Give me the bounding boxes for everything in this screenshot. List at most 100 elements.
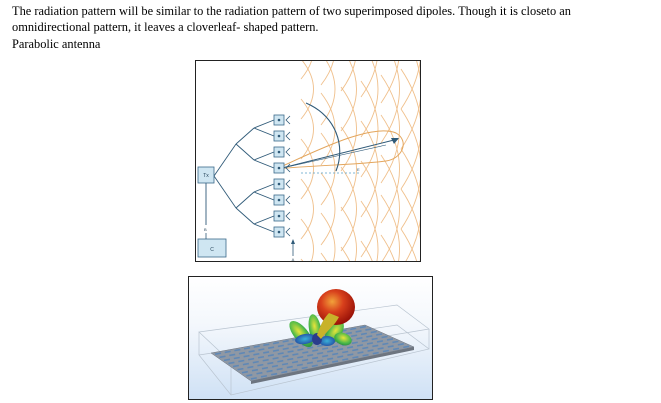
wavefront-arc [320, 61, 334, 86]
wavefront-arc [400, 68, 420, 190]
patch-element [345, 331, 352, 335]
wavefront-arc [340, 61, 356, 92]
patch-element [316, 344, 324, 348]
patch-element [312, 349, 319, 352]
patch-element [372, 351, 379, 355]
wavefront-arc [400, 61, 420, 110]
tx-label: Tx [203, 173, 209, 179]
patch-element [322, 347, 329, 350]
patch-element [219, 355, 226, 359]
wavefront-arc [300, 61, 312, 80]
patch-element [262, 358, 269, 362]
patch-element [296, 363, 303, 367]
feed-line [253, 191, 275, 201]
element-radiator-icon [285, 195, 291, 205]
element-radiator-icon [285, 115, 291, 125]
patch-element [351, 341, 358, 345]
patch-element [356, 336, 363, 340]
patch-element [252, 360, 259, 364]
radiation-lobes [289, 289, 355, 348]
patch-element [260, 374, 268, 378]
patch-element [346, 346, 354, 349]
patch-element [267, 361, 274, 365]
patch-element [272, 341, 280, 345]
wavefront-arc [340, 166, 357, 252]
patch-element [232, 364, 240, 368]
patch-element [233, 356, 240, 360]
patch-element [301, 358, 309, 362]
patch-element [307, 346, 314, 350]
patch-element [224, 350, 231, 354]
feed-line [253, 119, 275, 129]
wavefront-arc [360, 200, 379, 261]
patch-element [242, 362, 249, 366]
element-dot [277, 166, 281, 170]
patch-element [256, 371, 263, 375]
patch-element [397, 343, 404, 346]
element-dot [277, 150, 281, 154]
patch-element [372, 344, 379, 348]
patch-element [301, 366, 308, 370]
feed-line [253, 183, 275, 193]
patch-element [370, 330, 377, 334]
patch-element [263, 351, 270, 354]
wavefront-arc [400, 61, 420, 150]
patch-element [351, 334, 358, 338]
patch-element [282, 355, 289, 358]
feed-line [253, 223, 275, 233]
patch-element [297, 348, 304, 351]
patch-element [277, 352, 284, 355]
patch-element [386, 338, 394, 341]
element-radiator-icon [285, 147, 291, 157]
patch-element [367, 349, 374, 352]
wavefront-arc [380, 114, 400, 224]
patch-element [276, 367, 283, 371]
wavefront-arc [360, 61, 378, 98]
radiation-pattern-svg [198, 289, 430, 396]
element-radiator-icon [285, 131, 291, 141]
wavefront-arc [380, 61, 399, 104]
patch-element [272, 349, 280, 352]
patch-element [382, 342, 389, 346]
beam-direction-arrow [277, 138, 399, 170]
feed-network [205, 119, 275, 233]
patch-element [282, 347, 289, 351]
patch-element [292, 345, 299, 349]
patch-element [243, 347, 251, 350]
patch-element [248, 350, 255, 353]
wavefront-arc [380, 74, 400, 184]
patch-element [261, 366, 269, 370]
patch-element [331, 345, 339, 348]
beam-arrowhead [391, 138, 399, 144]
patch-element [287, 350, 294, 353]
patch-element [350, 327, 357, 331]
patch-element [267, 354, 274, 357]
element-radiator-icon [285, 227, 291, 237]
patch-element [297, 355, 304, 359]
patch-element [247, 365, 254, 369]
patch-element [359, 325, 366, 329]
patch-panel-edge [251, 347, 414, 384]
patch-element [322, 354, 329, 358]
patch-element [250, 377, 257, 380]
c-label: C [210, 247, 214, 253]
patch-element [253, 352, 260, 356]
patch-element [321, 362, 329, 365]
patch-element [234, 348, 241, 352]
feed-line [235, 143, 255, 161]
patch-element [355, 330, 362, 333]
feed-line [235, 127, 255, 145]
wavefront-arc [380, 194, 400, 261]
wavefront-arc [380, 154, 400, 261]
patch-element [366, 335, 373, 338]
patch-element [287, 342, 294, 346]
wavefront-arc [400, 108, 420, 230]
feed-line [235, 191, 255, 209]
wavefront-arc [360, 120, 379, 218]
patch-element [253, 345, 260, 348]
patch-element [362, 353, 369, 357]
a-arrowhead [291, 239, 295, 244]
wavefront-arc [400, 228, 418, 261]
feed-line [213, 143, 237, 177]
wavefront-arc [340, 126, 357, 212]
